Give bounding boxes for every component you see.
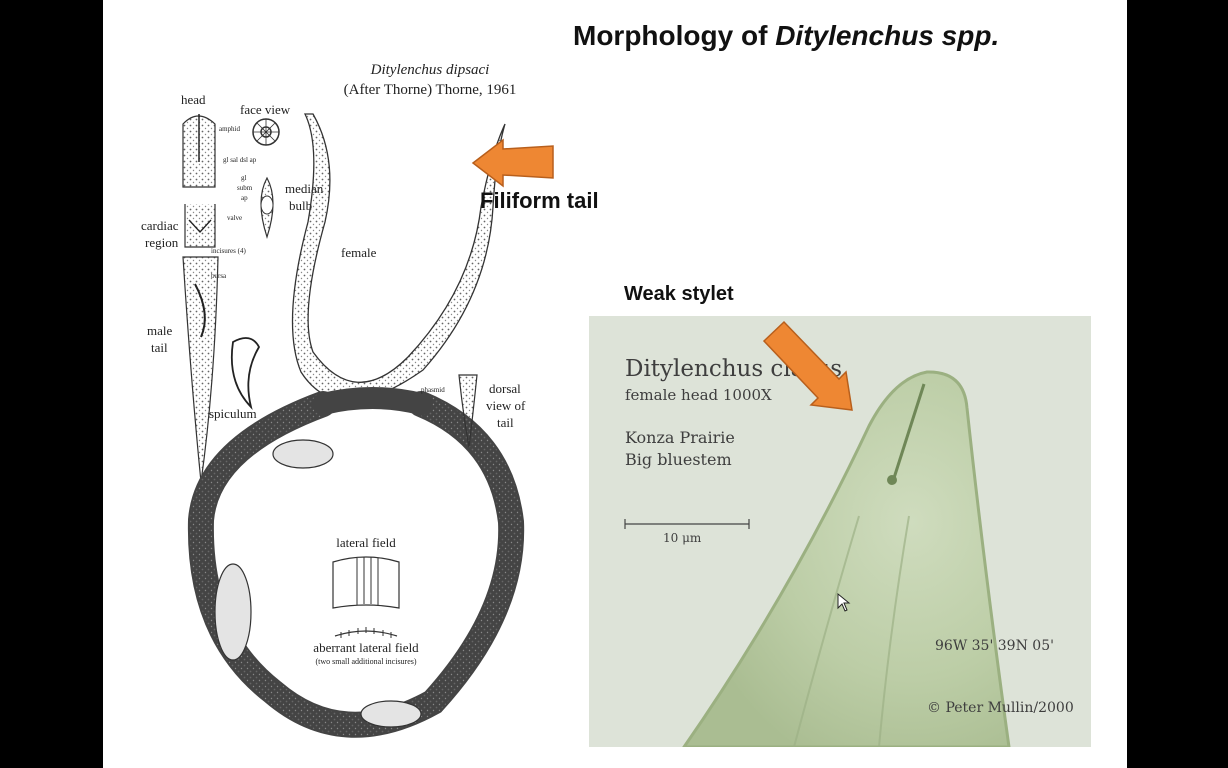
label-two-small-incisures: (two small additional incisures)	[315, 657, 416, 666]
mouse-cursor-icon	[837, 592, 851, 612]
photo-subtitle: female head 1000X	[625, 386, 772, 404]
photo-location-2: Big bluestem	[625, 450, 732, 469]
male-tail-sketch	[182, 256, 219, 483]
dipsaci-line-drawing: Ditylenchus dipsaci (After Thorne) Thorn…	[141, 62, 526, 738]
label-subm: subm	[237, 184, 253, 192]
dorsal-tail-sketch	[458, 374, 478, 448]
label-cardiac: cardiac	[141, 218, 179, 233]
label-gl-sal: gl sal dsl ap	[223, 156, 257, 164]
stylet-knob	[887, 475, 897, 485]
cardiac-sketch	[184, 204, 216, 248]
label-tail-2: tail	[497, 415, 514, 430]
label-male: male	[147, 323, 172, 338]
spiculum-sketch	[230, 337, 261, 411]
label-female: female	[341, 245, 377, 260]
photo-species: Ditylenchus clarus	[625, 356, 842, 382]
stylet-line	[892, 383, 926, 479]
label-phasmid: phasmid	[421, 386, 445, 394]
label-bulb: bulb	[289, 198, 312, 213]
label-dorsal: dorsal	[489, 381, 521, 396]
label-spiculum: spiculum	[209, 406, 257, 421]
label-ap: ap	[241, 194, 248, 202]
label-aberrant-lateral-field: aberrant lateral field	[313, 640, 419, 655]
label-view-of: view of	[486, 398, 526, 413]
photo-scale-label: 10 μm	[663, 531, 702, 545]
female-upper-body	[291, 113, 506, 402]
egg-2	[360, 700, 422, 728]
clarus-micrograph: Ditylenchus clarus female head 1000X Kon…	[589, 316, 1091, 747]
label-lateral-field: lateral field	[336, 535, 396, 550]
photo-location-1: Konza Prairie	[625, 428, 735, 447]
label-tail: tail	[151, 340, 168, 355]
callout-filiform-tail: Filiform tail	[480, 188, 599, 213]
label-head: head	[181, 92, 206, 107]
callout-weak-stylet: Weak stylet	[624, 283, 734, 305]
photo-credit: © Peter Mullin/2000	[927, 700, 1074, 716]
drawing-species: Ditylenchus dipsaci	[370, 62, 490, 78]
label-valve: valve	[227, 214, 242, 222]
label-region: region	[145, 235, 179, 250]
slide-title: Morphology of Ditylenchus spp.	[573, 20, 999, 52]
drawing-citation: (After Thorne) Thorne, 1961	[344, 82, 517, 98]
label-gl: gl	[241, 174, 247, 182]
egg-1	[214, 563, 252, 661]
slide: Morphology of Ditylenchus spp. Ditylench…	[103, 0, 1127, 768]
title-prefix: Morphology of	[573, 20, 776, 51]
lateral-field-sketch	[332, 556, 400, 609]
label-amphid: amphid	[219, 125, 240, 133]
title-italic: Ditylenchus spp.	[775, 20, 1000, 51]
egg-3	[272, 439, 334, 469]
label-bursa: bursa	[211, 272, 227, 280]
label-face-view: face view	[240, 102, 291, 117]
photo-coords: 96W 35' 39N 05'	[935, 638, 1054, 654]
label-incisures: incisures (4)	[211, 247, 246, 255]
micrograph-image	[624, 370, 1011, 747]
